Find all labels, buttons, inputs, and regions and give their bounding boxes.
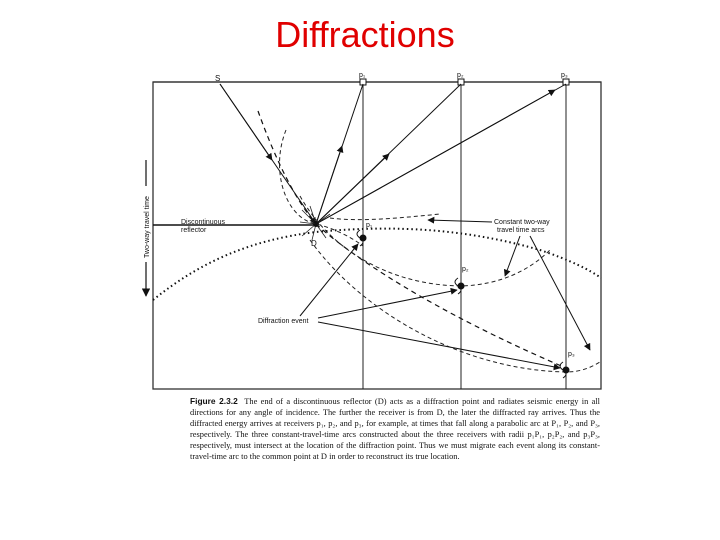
- caption-label: Figure 2.3.2: [190, 396, 238, 406]
- constant-time-arc-p1: [279, 129, 364, 247]
- receiver-p2-marker: [457, 78, 465, 86]
- event-P2-label: p₂: [462, 266, 469, 273]
- caption-text: The end of a discontinuous reflector (D)…: [190, 397, 600, 461]
- constant-time-arc-p3: [309, 239, 601, 373]
- event-P1: [359, 234, 367, 242]
- figure-frame: [152, 81, 602, 390]
- constant-time-arc-upper: [329, 213, 441, 221]
- incident-ray-arrow: [219, 83, 273, 161]
- arcs-label-1: Constant two-way: [494, 219, 550, 226]
- diffracted-ray-p1-arrow: [315, 145, 344, 225]
- event-pointer-2: [317, 321, 561, 371]
- diffraction-event-label: Diffraction event: [258, 318, 309, 325]
- reflection-parabola: [152, 227, 602, 301]
- diffraction-point-label: D: [311, 239, 317, 248]
- event-P2: [457, 282, 465, 290]
- arcs-pointer-mid: [503, 235, 521, 277]
- event-P3-label: p₃: [568, 351, 575, 358]
- figure-caption: Figure 2.3.2 The end of a discontinuous …: [190, 396, 600, 462]
- time-axis-label: Two-way travel time: [144, 196, 151, 258]
- arcs-pointer-right: [529, 235, 591, 351]
- event-pointer-1: [317, 287, 458, 319]
- arcs-pointer-left: [427, 216, 493, 224]
- reflector-label-1: Discontinuous: [181, 219, 225, 226]
- diffracted-ray-p2-arrow: [315, 153, 390, 225]
- receiver-p1-label: p₁: [359, 72, 366, 79]
- event-P3: [562, 366, 570, 374]
- event-pointer-3: [299, 243, 359, 317]
- event-P1-label: p₁: [366, 222, 373, 229]
- diffraction-hyperbola-left: [257, 110, 317, 225]
- wavelet-P2: [454, 277, 462, 295]
- slide-title: Diffractions: [275, 14, 455, 55]
- receiver-p3-marker: [562, 78, 570, 86]
- receiver-p3-label: p₃: [561, 72, 568, 79]
- wavelet-P1: [356, 229, 364, 247]
- source-label: S: [215, 74, 220, 83]
- constant-time-arc-p2: [299, 195, 551, 287]
- reflector-label-2: reflector: [181, 227, 207, 234]
- diffraction-hyperbola-right: [315, 223, 567, 369]
- arcs-label-2: travel time arcs: [497, 227, 545, 234]
- diffracted-ray-p3-arrow: [315, 89, 556, 225]
- receiver-p2-label: p₂: [457, 72, 464, 79]
